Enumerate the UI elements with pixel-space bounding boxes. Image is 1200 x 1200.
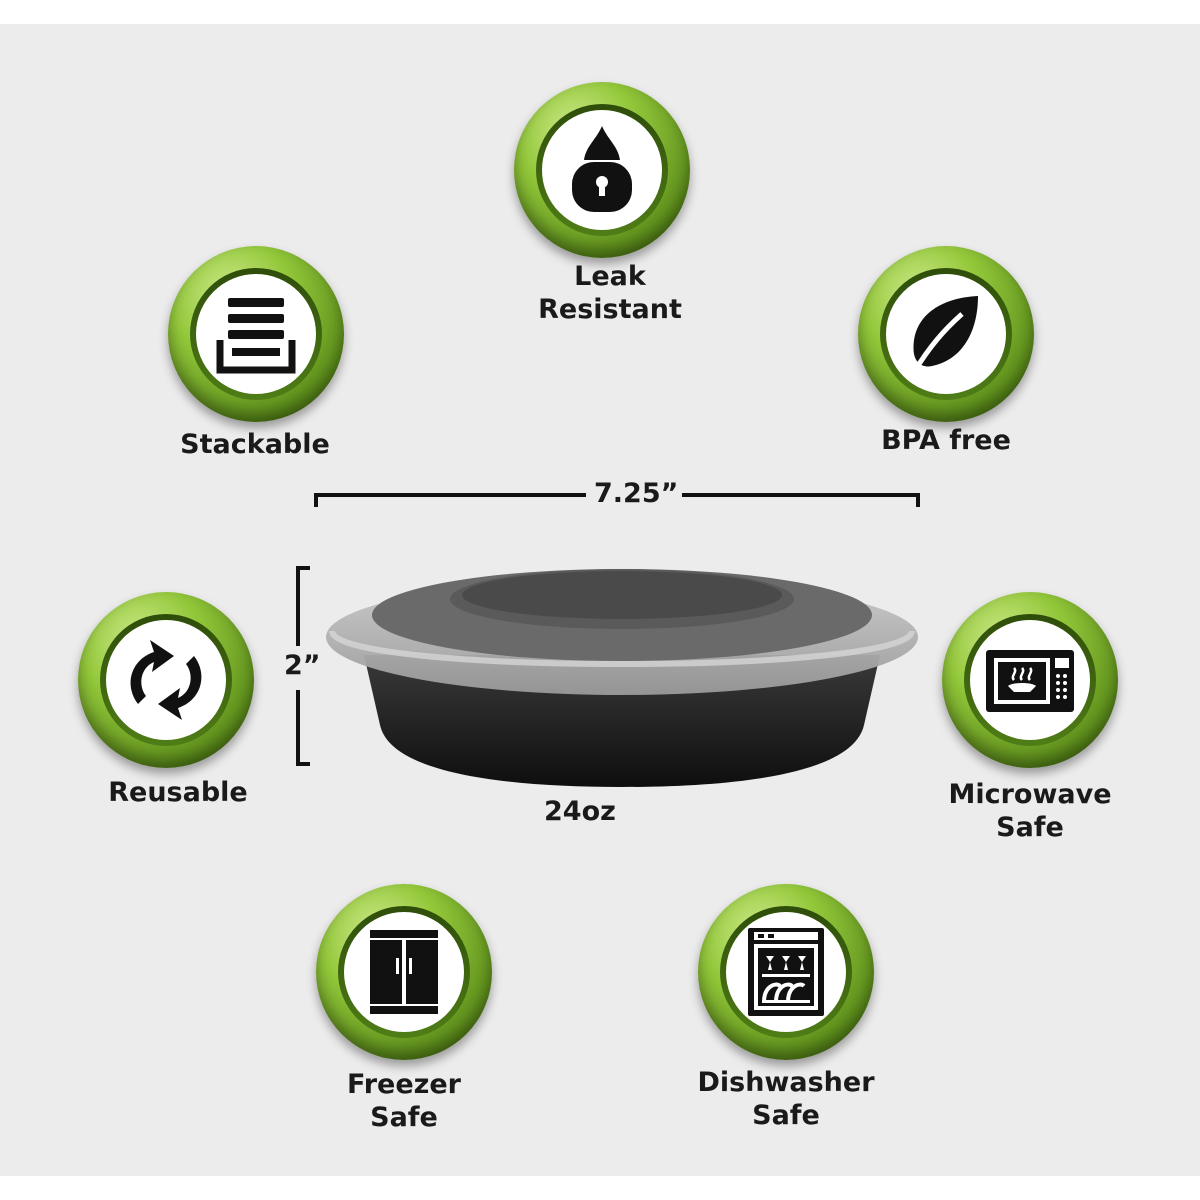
bpa-free-label: BPA free — [881, 425, 1011, 456]
lock-drop-icon — [572, 126, 632, 212]
width-line-left — [314, 493, 586, 497]
container-image — [326, 569, 918, 787]
dishwasher-icon — [748, 928, 824, 1016]
height-line-bottom — [296, 690, 300, 766]
height-line-top — [296, 566, 300, 646]
height-tick-bottom — [296, 762, 310, 766]
microwave-safe-badge — [942, 592, 1118, 768]
leak-resistant-badge — [514, 82, 690, 258]
freezer-icon — [370, 930, 438, 1014]
width-line-right — [682, 493, 920, 497]
microwave-safe-label: Microwave Safe — [948, 779, 1112, 843]
dishwasher-safe-badge — [698, 884, 874, 1060]
stack-icon — [216, 298, 296, 374]
recycle-arrows-icon — [130, 640, 202, 720]
width-tick-left — [314, 493, 318, 507]
height-dimension: 2” — [284, 650, 321, 681]
bpa-free-badge — [858, 246, 1034, 422]
height-tick-top — [296, 566, 310, 570]
microwave-icon — [986, 650, 1074, 712]
freezer-safe-label: Freezer Safe — [347, 1069, 461, 1133]
leak-resistant-label: Leak Resistant — [538, 261, 682, 325]
stackable-label: Stackable — [180, 429, 330, 460]
width-tick-right — [916, 493, 920, 507]
reusable-badge — [78, 592, 254, 768]
dishwasher-safe-label: Dishwasher Safe — [697, 1067, 875, 1131]
reusable-label: Reusable — [108, 777, 248, 808]
width-dimension: 7.25” — [594, 478, 679, 509]
capacity-label: 24oz — [544, 796, 616, 827]
leaf-icon — [911, 296, 978, 374]
freezer-safe-badge — [316, 884, 492, 1060]
stackable-badge — [168, 246, 344, 422]
